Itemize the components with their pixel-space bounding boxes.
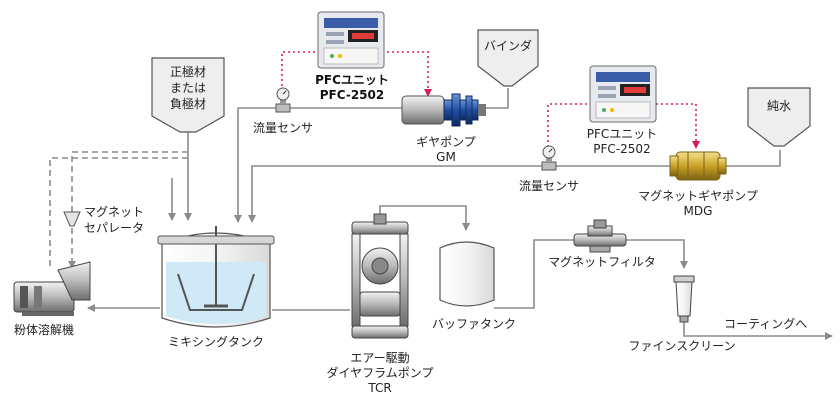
pfc-unit-2-model: PFC-2502 xyxy=(593,142,650,156)
pfc-unit-2 xyxy=(589,65,657,123)
flow-sensor-1 xyxy=(275,87,291,113)
gear-pump-label: ギヤポンプ xyxy=(416,135,476,149)
mixing-tank xyxy=(157,226,275,328)
to-coating-label: コーティングへ xyxy=(724,317,807,331)
magnet-gear-pump-model: MDG xyxy=(684,204,713,218)
pipe-network xyxy=(49,88,833,340)
material-hopper xyxy=(151,57,225,133)
magnet-separator xyxy=(63,211,81,227)
air-pump-label-line1: エアー駆動 xyxy=(350,351,409,365)
binder-label: バインダ xyxy=(484,38,532,53)
air-pump-label-line2: ダイヤフラムポンプ xyxy=(327,365,434,380)
material-label-line3: 負極材 xyxy=(170,96,206,111)
magnet-filter xyxy=(573,219,627,253)
powder-dissolver-label: 粉体溶解機 xyxy=(14,322,74,337)
fine-screen xyxy=(673,275,695,323)
flow-sensor-1-label: 流量センサ xyxy=(253,121,313,135)
control-signal-lines xyxy=(281,51,700,150)
magnet-separator-label-line1: マグネット xyxy=(84,205,144,219)
buffer-tank xyxy=(439,241,495,307)
material-label-line2: または xyxy=(170,81,206,95)
air-pump-label-line3: TCR xyxy=(367,381,391,395)
magnet-gear-pump xyxy=(669,151,727,181)
mixing-tank-label: ミキシングタンク xyxy=(168,335,264,349)
gear-pump-model: GM xyxy=(436,150,456,164)
pfc-unit-1-model: PFC-2502 xyxy=(320,88,384,102)
pfc-unit-1-label: PFCユニット xyxy=(315,73,389,87)
pfc-unit-2-label: PFCユニット xyxy=(587,127,658,141)
flow-sensor-2-label: 流量センサ xyxy=(519,179,579,193)
pure-water-hopper xyxy=(747,87,811,147)
buffer-tank-label: バッファタンク xyxy=(432,317,516,331)
magnet-gear-pump-label: マグネットギヤポンプ xyxy=(638,189,758,203)
gear-pump xyxy=(401,93,486,127)
binder-hopper xyxy=(477,29,539,87)
material-label-line1: 正極材 xyxy=(170,64,206,79)
fine-screen-label: ファインスクリーン xyxy=(628,339,735,353)
magnet-filter-label: マグネットフィルタ xyxy=(548,255,656,269)
pfc-unit-1 xyxy=(317,11,385,69)
pure-water-label: 純水 xyxy=(767,99,791,113)
air-diaphragm-pump xyxy=(351,213,409,339)
flow-sensor-2 xyxy=(541,145,557,171)
magnet-separator-label-line2: セパレータ xyxy=(84,221,144,235)
powder-dissolver xyxy=(13,261,91,316)
